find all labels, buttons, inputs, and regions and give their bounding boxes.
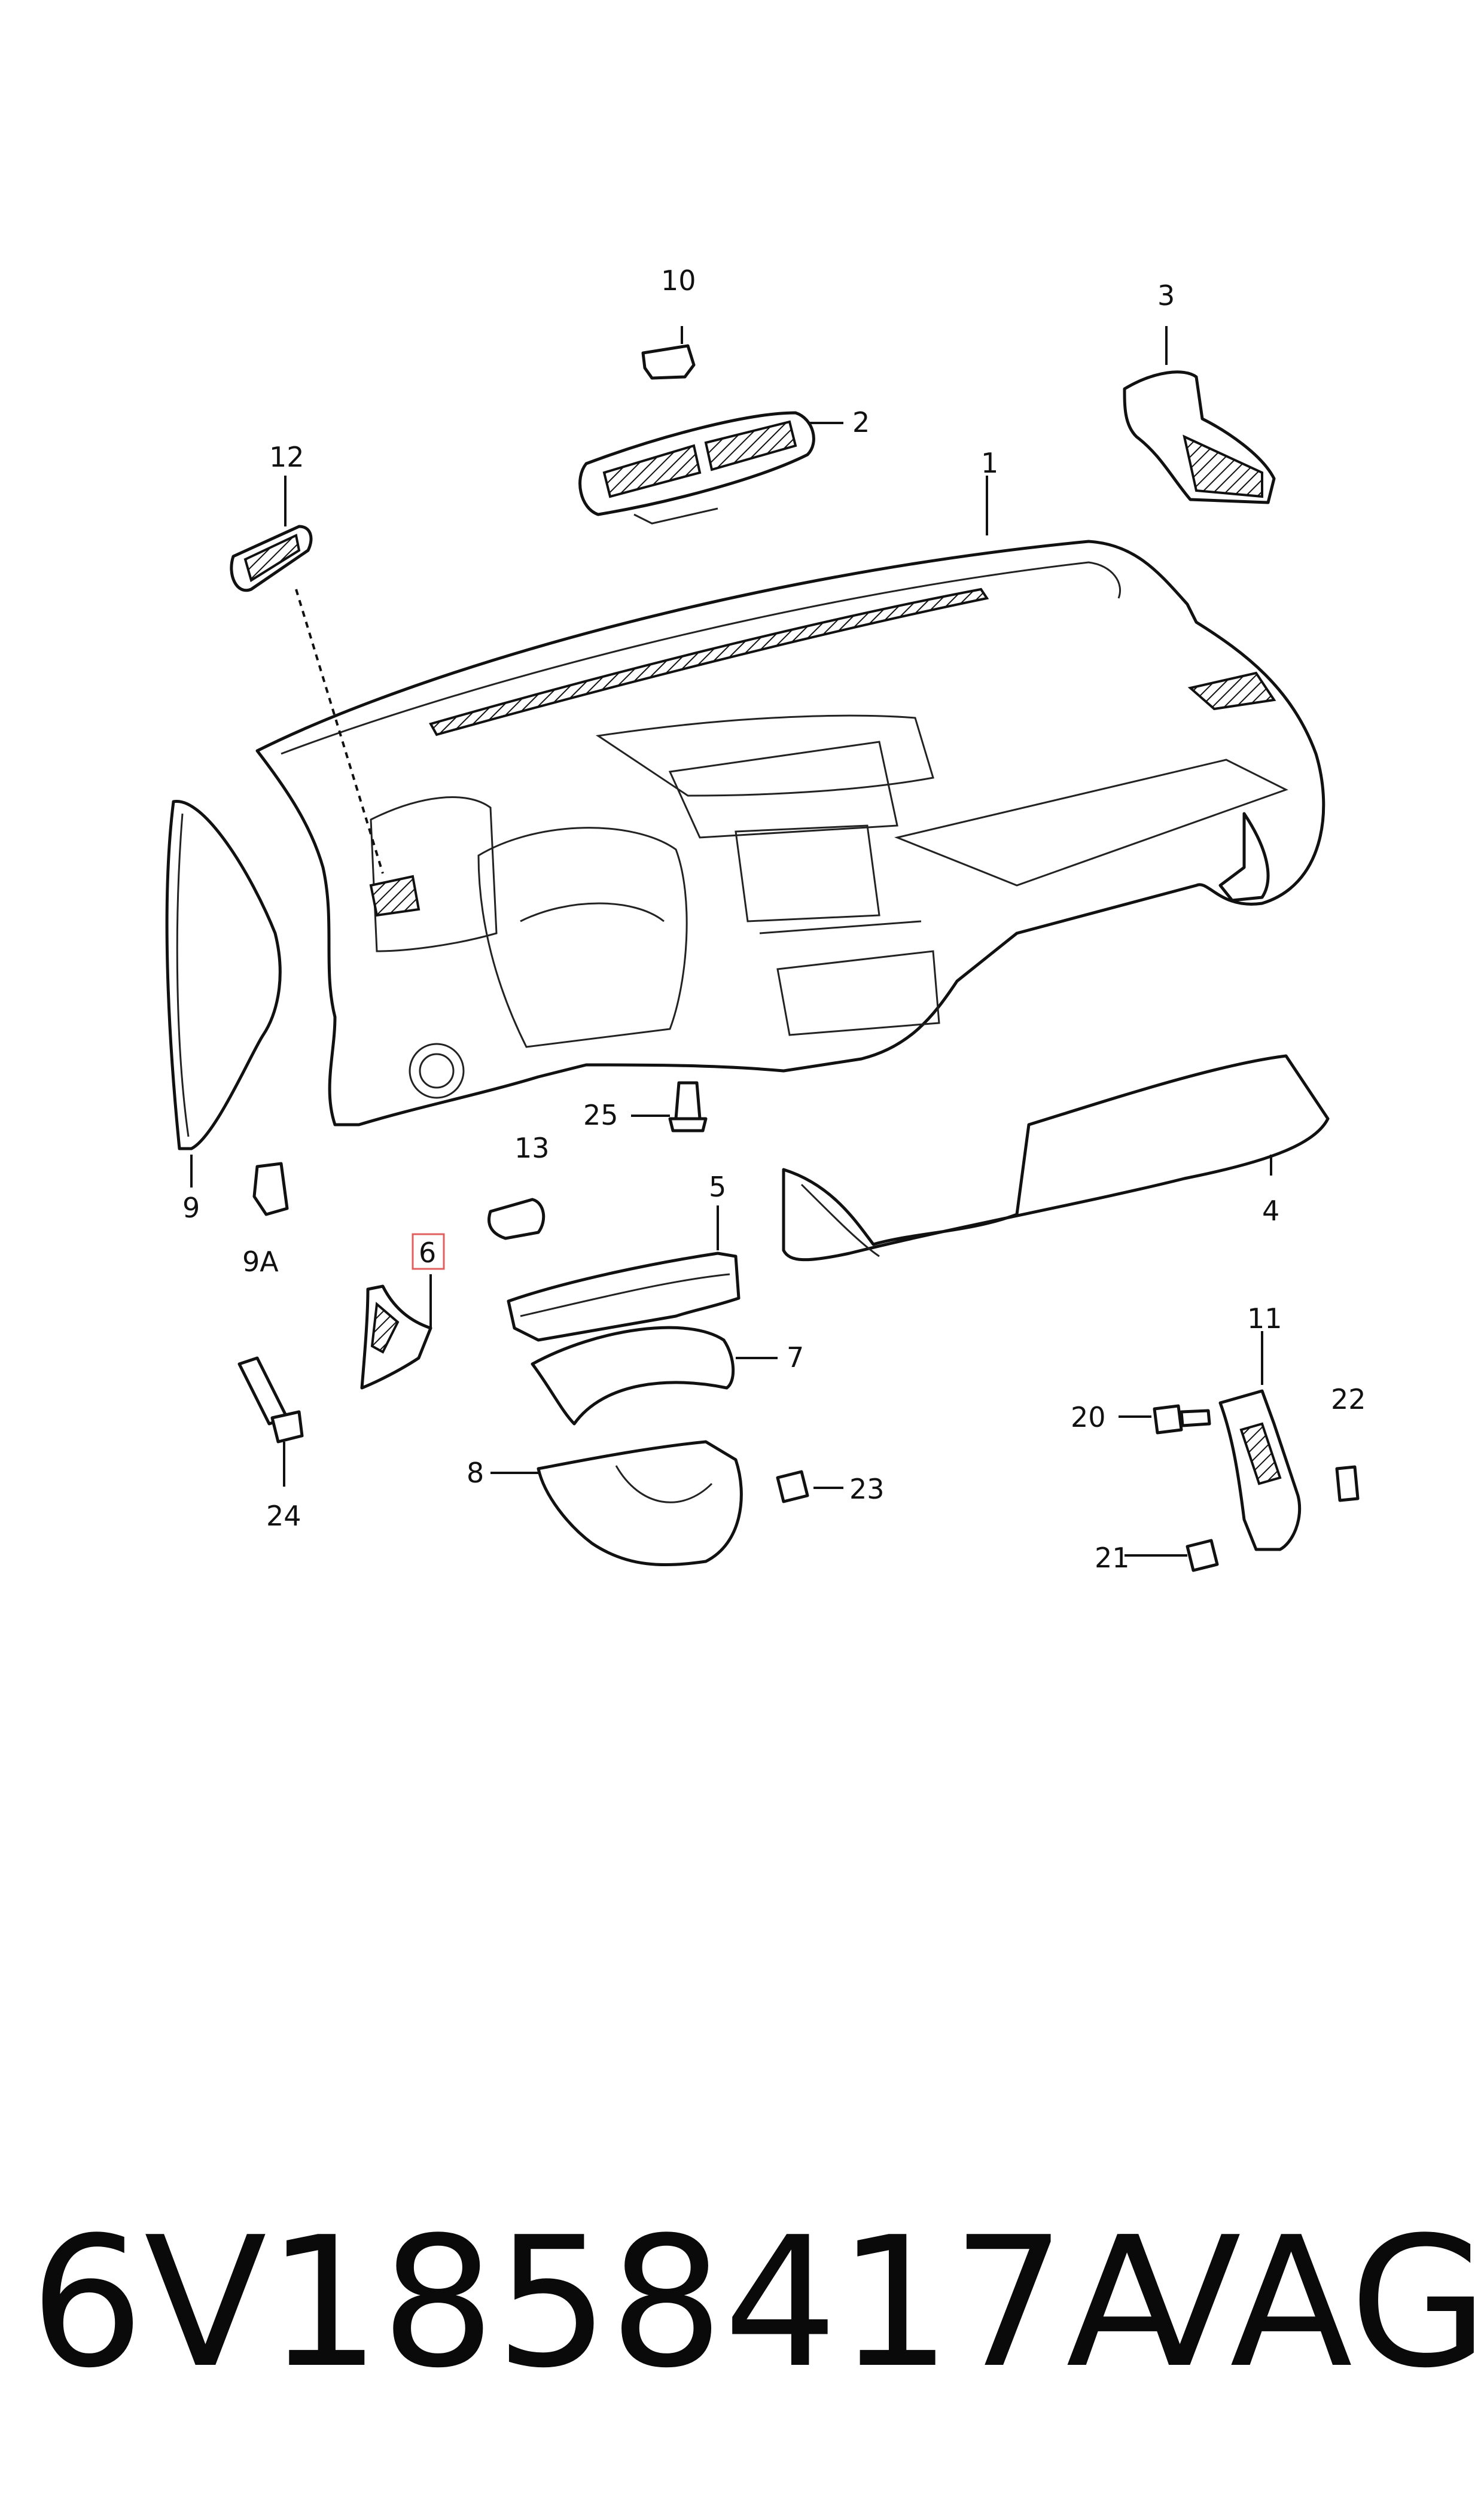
callout-2: 2 <box>852 406 870 439</box>
leader-lines <box>190 326 1272 1557</box>
right-air-vent <box>1123 370 1276 504</box>
callout-10: 10 <box>661 264 696 297</box>
dashboard-panel <box>255 540 1325 1126</box>
callout-21: 21 <box>1095 1542 1130 1574</box>
callout-6: 6 <box>419 1237 436 1269</box>
column-cover-lower <box>537 1440 743 1567</box>
small-cap-clip <box>641 344 696 380</box>
column-cover-upper <box>507 1252 741 1342</box>
callout-25: 25 <box>583 1099 618 1131</box>
left-end-cover <box>165 800 282 1150</box>
dash-trim-strip-4 <box>782 1054 1330 1262</box>
callout-8: 8 <box>467 1457 484 1489</box>
callout-12: 12 <box>269 441 304 473</box>
clip-9a <box>252 1162 289 1216</box>
callout-5: 5 <box>709 1171 726 1203</box>
callout-22: 22 <box>1331 1383 1366 1415</box>
callout-labels: 1 2 3 4 5 6 7 8 9 9A 10 11 12 13 20 21 2… <box>182 264 1366 1574</box>
side-trim-6 <box>360 1284 432 1390</box>
cap-13 <box>487 1198 546 1240</box>
callout-24: 24 <box>266 1500 301 1532</box>
bolt-20 <box>1153 1404 1211 1435</box>
callout-1: 1 <box>981 447 998 479</box>
callout-9: 9 <box>182 1192 200 1224</box>
callout-11: 11 <box>1247 1302 1282 1335</box>
center-air-vent <box>578 411 815 525</box>
bolt-21 <box>1186 1539 1219 1572</box>
callout-20: 20 <box>1071 1401 1106 1433</box>
column-shroud-7 <box>531 1326 735 1426</box>
part-number: 6V1858417A <box>30 2199 1189 2407</box>
callout-3: 3 <box>1157 279 1175 312</box>
brand-name: VAG <box>1119 2199 1484 2407</box>
callout-13: 13 <box>514 1132 550 1164</box>
side-bracket-11 <box>1218 1389 1302 1551</box>
highlight-box-6 <box>412 1233 445 1270</box>
clip-22 <box>1335 1465 1360 1502</box>
callout-7: 7 <box>787 1341 804 1374</box>
screw-25 <box>668 1081 708 1132</box>
nut-23 <box>776 1470 809 1503</box>
callout-4: 4 <box>1262 1195 1279 1227</box>
callout-23: 23 <box>849 1473 885 1505</box>
left-vent-grille <box>230 525 384 874</box>
bolt-24 <box>237 1356 304 1444</box>
callout-9a: 9A <box>242 1246 279 1278</box>
